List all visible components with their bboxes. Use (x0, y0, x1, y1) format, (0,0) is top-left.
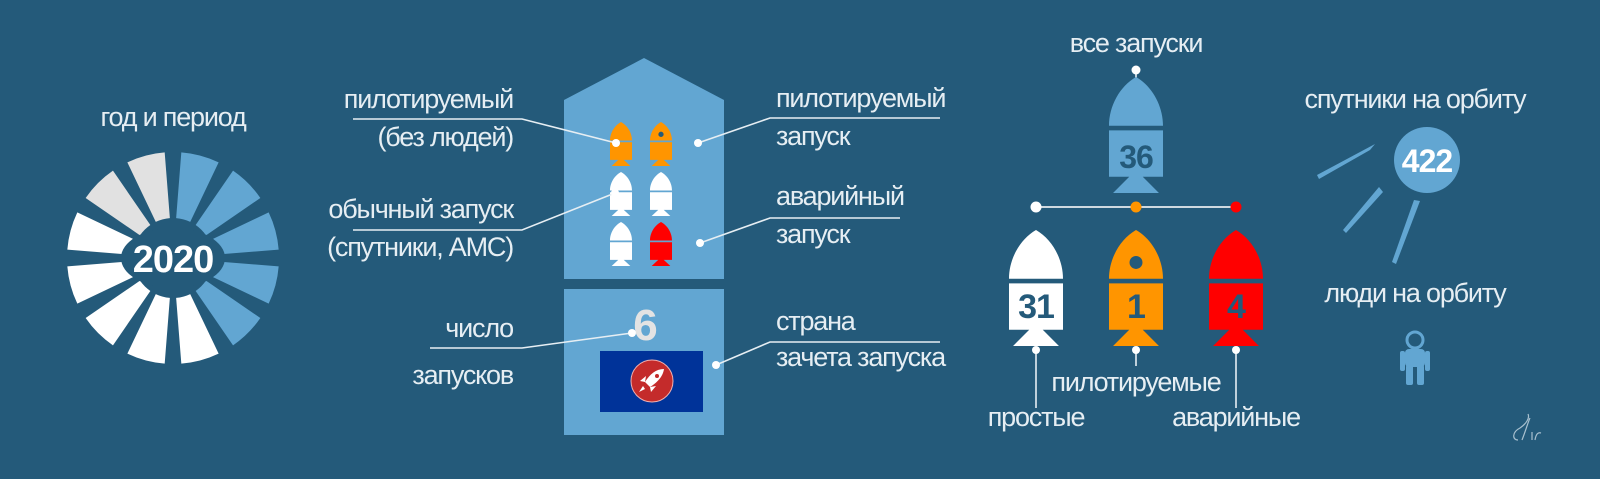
label-manned-2: запуск (776, 121, 851, 151)
leader-dot (628, 329, 636, 337)
manned-label: пилотируемые (1051, 367, 1220, 397)
orbit-section: спутники на орбиту 422 люди на орбиту (1305, 84, 1542, 441)
rocket-regular-icon (610, 222, 632, 266)
leader-line (430, 332, 633, 349)
connector-dot (1132, 346, 1140, 354)
label-count-1: число (445, 313, 513, 343)
connector-dot (1232, 346, 1240, 354)
label-country-1: страна (776, 306, 857, 336)
connector-dot (1032, 346, 1040, 354)
connector-dot (1131, 65, 1141, 75)
period-year: 2020 (133, 239, 214, 281)
leader-dot (694, 139, 702, 147)
manned-value: 1 (1127, 288, 1145, 326)
leader-line (715, 341, 940, 366)
simple-label: простые (988, 402, 1085, 432)
dial-segment (176, 152, 219, 222)
all-launches-label: все запуски (1070, 28, 1203, 58)
label-manned-uncrewed-2: (без людей) (377, 122, 513, 152)
rocket-manned-icon (1109, 230, 1163, 346)
label-failed-2: запуск (776, 219, 851, 249)
rocket-regular-icon (610, 172, 632, 216)
rocket-grid (610, 122, 672, 266)
totals-section: все запуски 36 31 1 4 простые пилотируем… (988, 28, 1302, 432)
branch-dot-simple (1030, 201, 1042, 213)
branch-dot-manned (1130, 201, 1142, 213)
label-count-2: запусков (412, 360, 513, 390)
label-failed-1: аварийный (776, 181, 904, 211)
rocket-manned-uncrewed-icon (610, 122, 632, 166)
dial-segment (67, 261, 137, 304)
rocket-failed-icon (1209, 230, 1263, 346)
simple-value: 31 (1018, 288, 1054, 326)
dial-center (121, 228, 225, 288)
country-card: 6 пилотируемый (без людей) обычный запус… (327, 58, 948, 435)
leader-line (697, 117, 940, 144)
rocket-emblem-icon (630, 359, 674, 403)
dial-segment (176, 294, 219, 364)
label-regular-1: обычный запуск (328, 194, 514, 224)
astronaut-icon (1400, 330, 1430, 385)
satellite-icon (1317, 127, 1460, 264)
dial-segment (195, 170, 261, 236)
label-regular-2: (спутники, АМС) (327, 232, 513, 262)
rocket-all-icon (1109, 77, 1163, 193)
leader-dot (611, 189, 619, 197)
branch-dot-failed (1230, 201, 1242, 213)
failed-label: аварийные (1172, 402, 1300, 432)
leader-dot (696, 239, 704, 247)
people-label: люди на орбиту (1324, 278, 1507, 308)
period-dial (67, 152, 279, 364)
leader-line (699, 217, 900, 244)
rocket-failed-icon (650, 222, 672, 266)
dial-segment (85, 280, 151, 346)
label-country-2: зачета запуска (776, 342, 947, 372)
signature-logo (1513, 413, 1542, 441)
leader-line (353, 118, 617, 144)
rocket-manned-icon (650, 122, 672, 166)
failed-value: 4 (1227, 288, 1246, 326)
rocket-simple-icon (1009, 230, 1063, 346)
dial-segment (127, 294, 170, 364)
satellites-value: 422 (1402, 143, 1453, 179)
period-label: год и период (100, 102, 246, 132)
dial-segment (209, 212, 279, 255)
period-section: год и период 2020 (67, 102, 279, 364)
all-launches-value: 36 (1119, 139, 1153, 175)
label-manned-1: пилотируемый (776, 83, 945, 113)
leader-dot (612, 139, 620, 147)
launch-types-panel (564, 58, 724, 279)
label-manned-uncrewed-1: пилотируемый (344, 84, 513, 114)
dial-segment (127, 152, 170, 222)
dial-segment (67, 212, 137, 255)
satellites-label: спутники на орбиту (1305, 84, 1528, 114)
dial-segment (195, 280, 261, 346)
leader-line (353, 192, 616, 231)
total-rockets (1009, 77, 1263, 346)
leader-dot (712, 361, 720, 369)
dial-segment (85, 170, 151, 236)
rocket-regular-icon (650, 172, 672, 216)
launch-count: 6 (633, 301, 656, 350)
dial-segment (209, 261, 279, 304)
country-flag (600, 351, 703, 412)
